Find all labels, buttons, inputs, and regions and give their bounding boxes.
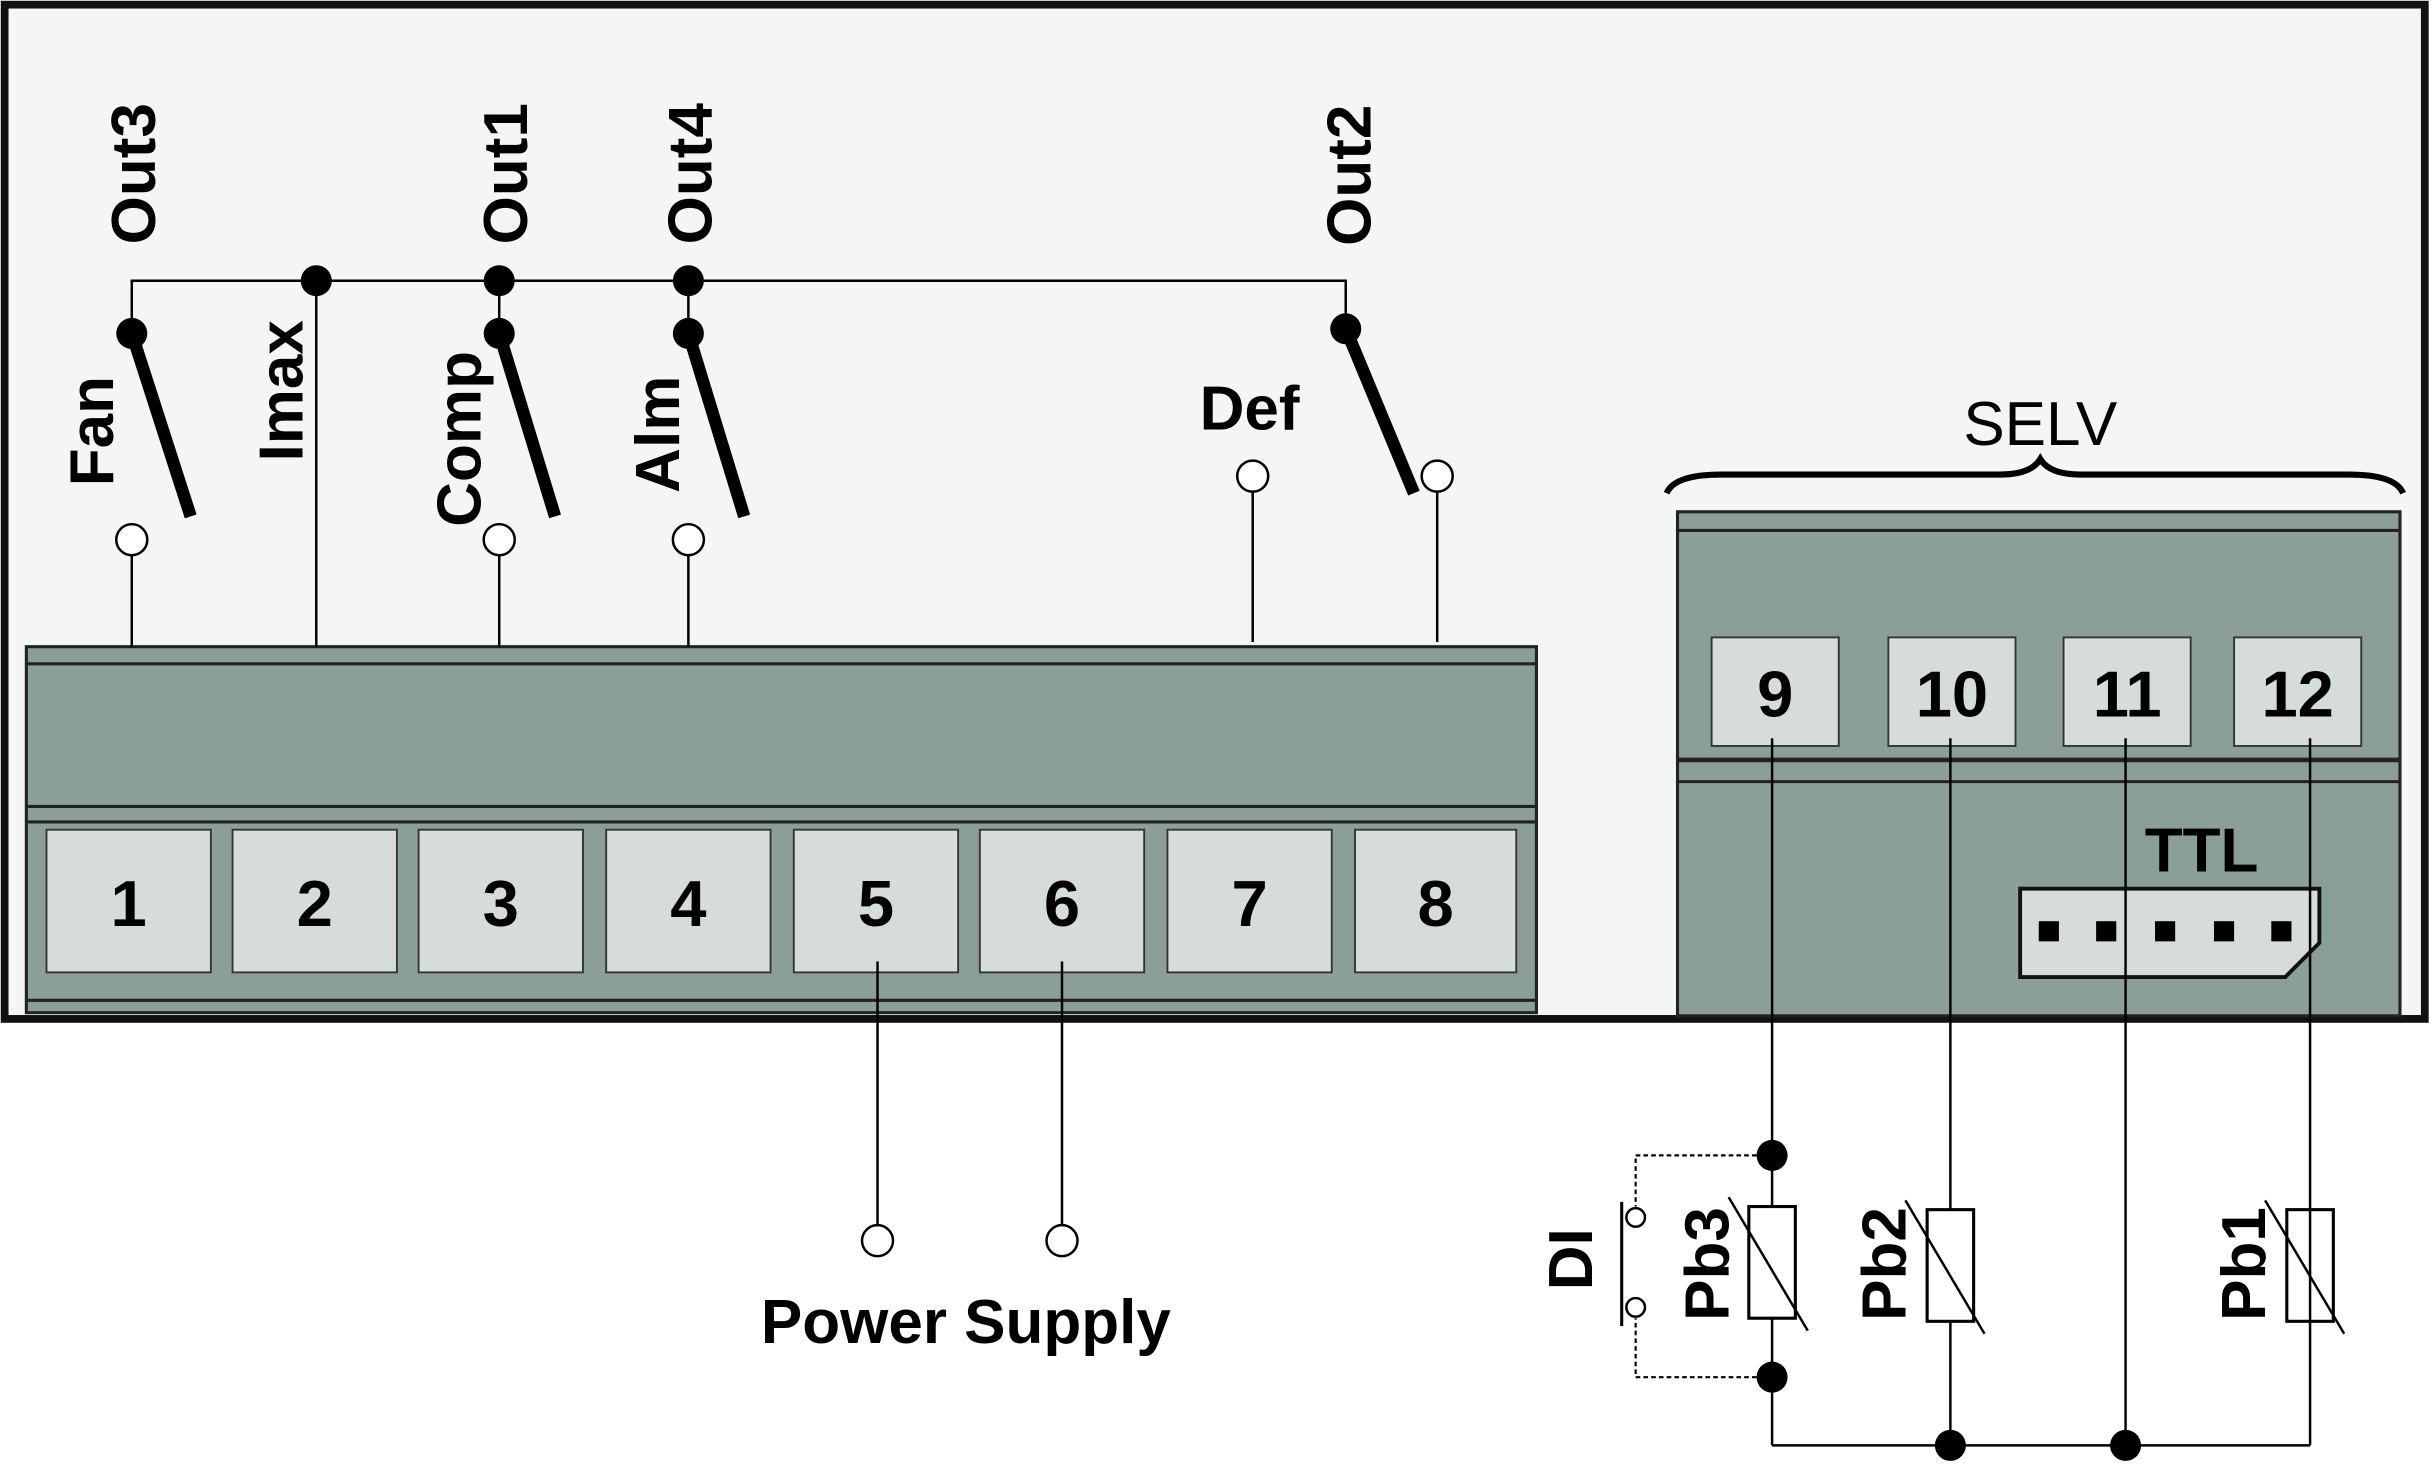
relay-wiring: [115, 265, 1454, 647]
di-label: DI: [1537, 1228, 1606, 1290]
pb2-thermistor: [1904, 1199, 1986, 1335]
terminal-label: 4: [670, 867, 706, 940]
terminal-label: 10: [1916, 657, 1988, 730]
terminal-label: 11: [2093, 657, 2162, 730]
terminal-label: 3: [483, 867, 519, 940]
power-supply-label: Power Supply: [761, 1288, 1172, 1357]
pb3-label: Pb3: [1674, 1207, 1743, 1321]
terminal-4: 4: [605, 828, 772, 974]
pb3-thermistor: [1727, 1196, 1809, 1332]
terminal-7: 7: [1166, 828, 1333, 974]
out1-label: Out1: [472, 103, 541, 244]
terminal-label: 5: [858, 867, 894, 940]
terminal-label: 7: [1232, 867, 1268, 940]
terminal-6: 6: [978, 828, 1146, 974]
terminals-right: 9 10 11 12: [1710, 636, 2363, 747]
probe-wiring: [1756, 738, 2312, 1461]
out2-label: Out2: [1316, 105, 1385, 246]
terminal-3: 3: [417, 828, 584, 974]
def-label: Def: [1200, 375, 1300, 444]
fan-label: Fan: [58, 376, 127, 486]
selv-brace: [1663, 453, 2406, 495]
terminal-label: 8: [1418, 867, 1454, 940]
terminal-11: 11: [2062, 636, 2192, 747]
pb2-label: Pb2: [1850, 1207, 1919, 1321]
imax-label: Imax: [247, 320, 316, 462]
comp-label: Comp: [426, 351, 495, 527]
out4-label: Out4: [657, 103, 726, 245]
ttl-label: TTL: [2145, 817, 2259, 886]
terminal-2: 2: [231, 828, 398, 974]
alm-label: Alm: [624, 376, 693, 493]
terminal-12: 12: [2233, 636, 2363, 747]
ttl-connector: [2018, 886, 2322, 979]
power-supply-wiring: [860, 961, 1079, 1258]
terminal-label: 9: [1757, 657, 1793, 730]
pb1-label: Pb1: [2210, 1207, 2279, 1321]
out3-label: Out3: [100, 103, 169, 244]
terminal-label: 2: [297, 867, 333, 940]
terminal-5: 5: [792, 828, 960, 974]
terminal-10: 10: [1887, 636, 2017, 747]
terminals-left: 1 2 3 4 5 6 7 8: [45, 828, 1518, 974]
terminal-8: 8: [1354, 828, 1518, 974]
terminal-label: 6: [1044, 867, 1080, 940]
terminal-1: 1: [45, 828, 212, 974]
selv-label: SELV: [1963, 390, 2118, 459]
terminal-label: 12: [2261, 657, 2333, 730]
pb1-thermistor: [2264, 1199, 2346, 1335]
terminal-label: 1: [111, 867, 147, 940]
terminal-9: 9: [1710, 636, 1840, 747]
di-contact: [1620, 1154, 1773, 1379]
